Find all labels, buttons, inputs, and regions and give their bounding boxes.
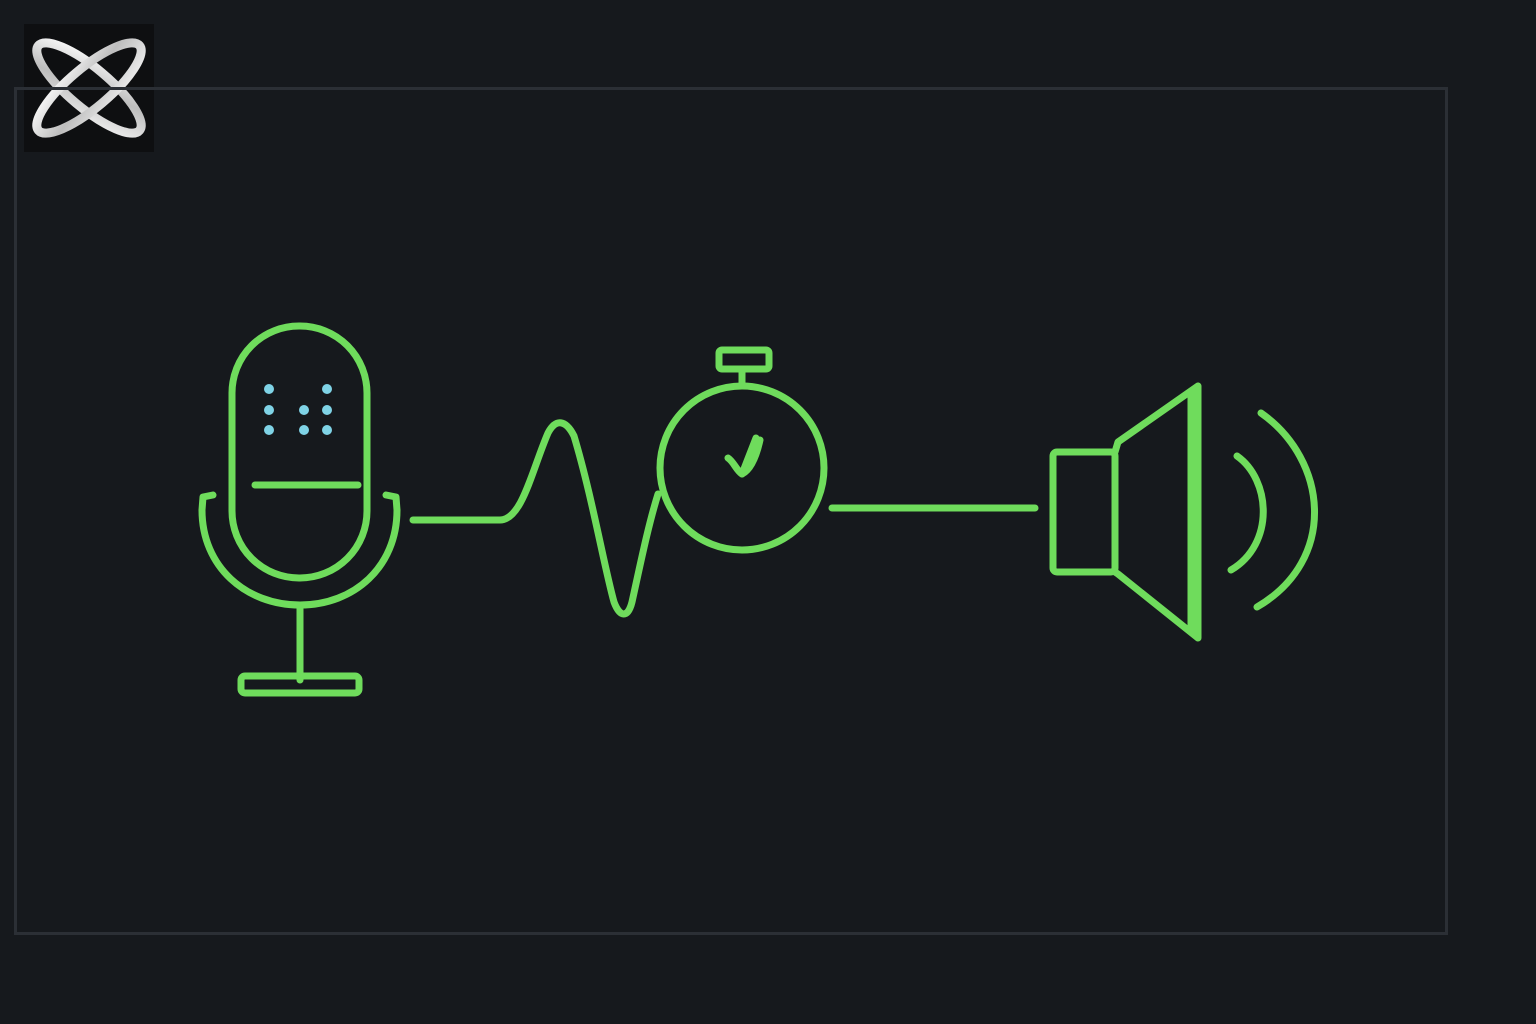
microphone-grille-dots bbox=[264, 384, 332, 435]
speaker-icon bbox=[1049, 382, 1318, 642]
heartbeat-waveform bbox=[409, 419, 662, 618]
sound-wave-large bbox=[1253, 409, 1318, 611]
diagram-frame bbox=[14, 87, 1448, 935]
microphone-icon bbox=[198, 322, 401, 697]
stopwatch-icon bbox=[656, 346, 828, 554]
sound-wave-small bbox=[1227, 452, 1267, 574]
